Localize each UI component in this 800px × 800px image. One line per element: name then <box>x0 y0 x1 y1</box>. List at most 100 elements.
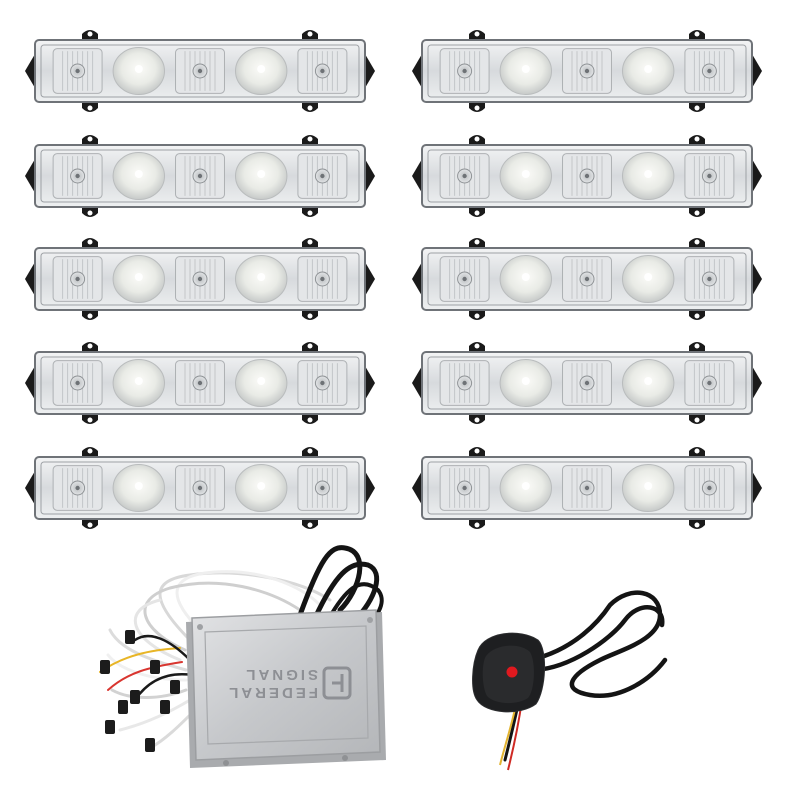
led-emitter <box>462 276 467 282</box>
bar-lens-cover <box>427 356 747 410</box>
mount-hole <box>307 343 313 349</box>
led-emitter <box>462 380 467 386</box>
led-emitter <box>197 173 203 179</box>
bar-lens-cover <box>40 356 360 410</box>
mount-hole <box>474 417 480 423</box>
mount-hole <box>474 31 480 37</box>
led-emitter <box>320 173 325 179</box>
led-emitter <box>197 380 203 386</box>
led-emitter <box>257 377 266 385</box>
led-emitter <box>644 482 653 490</box>
mount-hole <box>694 136 700 142</box>
end-cap <box>25 159 35 193</box>
mount-hole <box>474 239 480 245</box>
led-emitter <box>320 68 325 74</box>
mount-hole <box>474 210 480 216</box>
led-emitter <box>707 380 712 386</box>
bar-lens-cover <box>427 44 747 98</box>
end-cap <box>25 54 35 88</box>
led-emitter <box>521 273 530 281</box>
led-emitter <box>644 170 653 178</box>
led-emitter <box>521 482 530 490</box>
light-bar <box>25 342 375 424</box>
end-cap <box>412 159 422 193</box>
mount-hole <box>87 105 93 111</box>
led-emitter <box>257 65 266 73</box>
end-cap <box>412 471 422 505</box>
mount-hole <box>87 313 93 319</box>
controller-box: FEDERAL SIGNAL <box>186 609 386 768</box>
led-emitter <box>75 276 80 282</box>
end-cap <box>365 366 375 400</box>
led-emitter <box>320 276 325 282</box>
switch-red-button-icon <box>506 666 518 678</box>
mount-hole <box>694 417 700 423</box>
led-emitter <box>644 65 653 73</box>
bar-lens-cover <box>427 149 747 203</box>
mount-hole <box>307 313 313 319</box>
light-bar <box>412 447 762 529</box>
mount-hole <box>694 31 700 37</box>
mount-hole <box>694 105 700 111</box>
led-emitter <box>197 68 203 74</box>
led-emitter <box>197 485 203 491</box>
led-emitter <box>320 380 325 386</box>
mount-hole <box>694 313 700 319</box>
light-bar <box>412 238 762 320</box>
led-emitter <box>134 65 143 73</box>
end-cap <box>365 471 375 505</box>
led-emitter <box>75 68 80 74</box>
mount-hole <box>87 210 93 216</box>
led-emitter <box>707 68 712 74</box>
end-cap <box>365 54 375 88</box>
mount-hole <box>694 239 700 245</box>
mount-hole <box>87 136 93 142</box>
end-cap <box>752 54 762 88</box>
led-emitter <box>707 276 712 282</box>
mount-hole <box>307 31 313 37</box>
mount-hole <box>87 448 93 454</box>
light-bar <box>412 30 762 112</box>
led-emitter <box>521 65 530 73</box>
end-cap <box>752 471 762 505</box>
led-emitter <box>584 380 590 386</box>
mount-hole <box>474 522 480 528</box>
brand-line1: FEDERAL <box>226 684 318 701</box>
end-cap <box>25 366 35 400</box>
bar-lens-cover <box>40 44 360 98</box>
bar-lens-cover <box>427 252 747 306</box>
led-emitter <box>197 276 203 282</box>
light-bar <box>412 135 762 217</box>
end-cap <box>752 262 762 296</box>
led-emitter <box>257 273 266 281</box>
end-cap <box>752 159 762 193</box>
mount-hole <box>87 522 93 528</box>
led-emitter <box>521 170 530 178</box>
end-cap <box>365 159 375 193</box>
led-emitter <box>521 377 530 385</box>
mount-hole <box>307 136 313 142</box>
mount-hole <box>87 343 93 349</box>
led-emitter <box>75 173 80 179</box>
mount-hole <box>87 239 93 245</box>
bar-lens-cover <box>40 149 360 203</box>
led-emitter <box>257 482 266 490</box>
bar-lens-cover <box>427 461 747 515</box>
led-emitter <box>462 173 467 179</box>
end-cap <box>25 262 35 296</box>
led-emitter <box>584 68 590 74</box>
led-emitter <box>75 485 80 491</box>
light-bar <box>25 238 375 320</box>
light-bars-group <box>25 30 762 529</box>
federal-signal-logo: FEDERAL SIGNAL <box>226 666 352 701</box>
end-cap <box>752 366 762 400</box>
led-emitter <box>707 485 712 491</box>
led-emitter <box>75 380 80 386</box>
brand-mark-icon <box>322 666 352 700</box>
light-bar <box>25 447 375 529</box>
led-emitter <box>134 482 143 490</box>
led-emitter <box>320 485 325 491</box>
mount-hole <box>474 105 480 111</box>
mount-hole <box>694 210 700 216</box>
